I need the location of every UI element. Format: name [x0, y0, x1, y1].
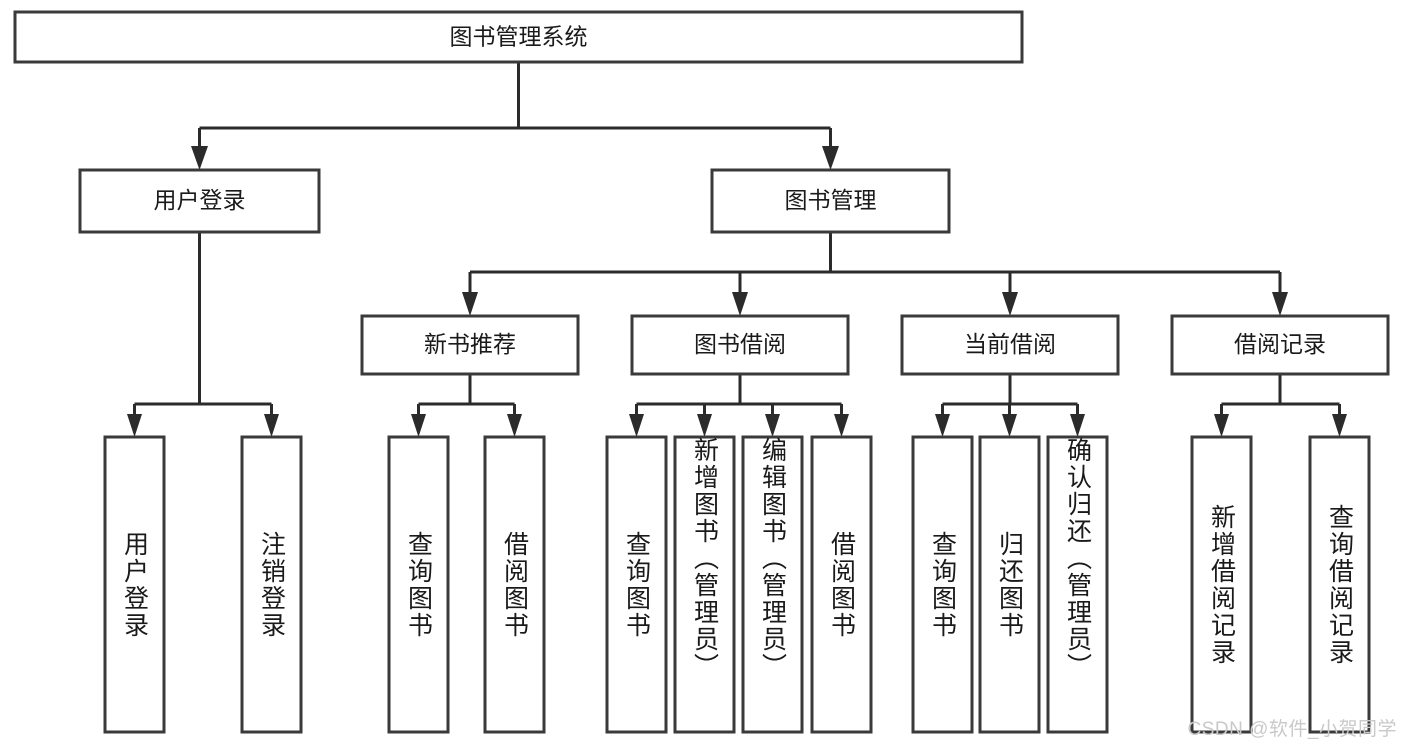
arrow-head-leaf-borrow-book-2 — [834, 414, 849, 437]
node-root-label: 图书管理系统 — [450, 24, 588, 50]
watermark-text: CSDN @软件_小贺同学 — [1187, 719, 1397, 740]
connector-group-records — [1214, 374, 1347, 437]
connector-group-book-mgmt — [462, 232, 1288, 316]
node-borrow-record-label: 借阅记录 — [1234, 331, 1326, 357]
arrow-head-current — [1002, 292, 1018, 316]
arrow-head-new-books — [462, 292, 478, 316]
connector-group-new-books — [411, 374, 522, 437]
node-book-borrow-label: 图书借阅 — [694, 331, 786, 357]
node-book-borrow-box[interactable] — [630, 314, 850, 376]
node-book-management-label: 图书管理 — [785, 187, 877, 213]
node-root-book-management-system[interactable]: 图书管理系统 — [13, 10, 1024, 64]
node-current-borrow-label: 当前借阅 — [964, 331, 1056, 357]
node-user-login-label: 用户登录 — [154, 187, 246, 213]
leaf-box-edit-book-admin[interactable] — [741, 435, 804, 734]
leaf-box-query-book-current[interactable] — [911, 435, 974, 734]
arrow-head-leaf-return-book — [1002, 414, 1017, 437]
arrow-head-leaf-edit-book — [765, 414, 780, 437]
arrow-head-book-mgmt — [822, 146, 839, 170]
node-new-book-recommendation-label: 新书推荐 — [424, 331, 516, 357]
arrow-head-borrow — [732, 292, 748, 316]
arrow-head-leaf-logout — [264, 414, 279, 437]
arrow-head-leaf-confirm-return — [1070, 414, 1085, 437]
node-book-management-box[interactable] — [710, 168, 951, 234]
arrow-head-leaf-query-book-1 — [411, 414, 426, 437]
leaf-box-return-book[interactable] — [978, 435, 1041, 734]
node-root-box[interactable] — [13, 10, 1024, 64]
arrow-head-leaf-query-record — [1332, 414, 1347, 437]
leaf-box-query-book-rec[interactable] — [387, 435, 450, 734]
node-borrow-record[interactable]: 借阅记录 — [1170, 314, 1390, 376]
arrow-head-leaf-query-book-2 — [629, 414, 644, 437]
node-borrow-record-box[interactable] — [1170, 314, 1390, 376]
leaf-box-borrow-book-rec[interactable] — [483, 435, 546, 734]
leaf-box-borrow-book-borrow[interactable] — [810, 435, 873, 734]
connector-group-user-login — [127, 232, 279, 437]
node-current-borrow[interactable]: 当前借阅 — [900, 314, 1120, 376]
arrow-head-leaf-user-login — [127, 414, 142, 437]
arrow-head-user-login — [191, 146, 208, 170]
node-book-management[interactable]: 图书管理 — [710, 168, 951, 234]
node-user-login[interactable]: 用户登录 — [78, 168, 321, 234]
leaf-box-user-login[interactable] — [103, 435, 166, 734]
node-user-login-box[interactable] — [78, 168, 321, 234]
leaf-box-logout[interactable] — [240, 435, 303, 734]
arrow-head-leaf-borrow-book-1 — [507, 414, 522, 437]
node-new-book-recommendation[interactable]: 新书推荐 — [360, 314, 580, 376]
node-new-book-recommendation-box[interactable] — [360, 314, 580, 376]
connector-group-root — [191, 62, 839, 170]
node-book-borrow[interactable]: 图书借阅 — [630, 314, 850, 376]
arrow-head-leaf-add-record — [1214, 414, 1229, 437]
leaf-box-query-book-borrow[interactable] — [605, 435, 668, 734]
leaf-box-add-book-admin[interactable] — [673, 435, 736, 734]
arrow-head-leaf-add-book — [697, 414, 712, 437]
leaf-box-add-borrow-record[interactable] — [1190, 435, 1253, 734]
connector-group-current — [935, 374, 1085, 437]
connector-group-borrow — [629, 374, 849, 437]
node-current-borrow-box[interactable] — [900, 314, 1120, 376]
arrow-head-records — [1272, 292, 1288, 316]
leaf-box-query-borrow-record[interactable] — [1308, 435, 1371, 734]
arrow-head-leaf-query-book-3 — [935, 414, 950, 437]
leaf-box-confirm-return-admin[interactable] — [1046, 435, 1109, 734]
